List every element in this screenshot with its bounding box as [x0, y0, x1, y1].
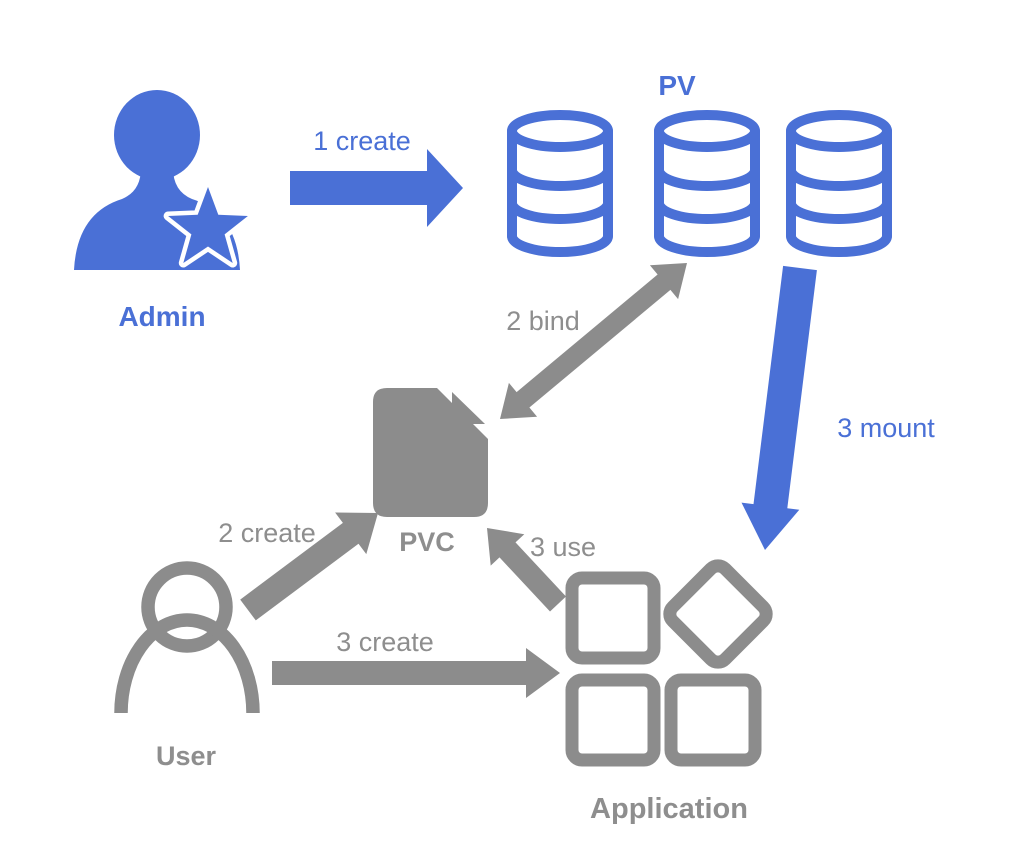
use-label: 3 use — [530, 532, 596, 562]
db1-band-2 — [507, 198, 613, 224]
db1-band-1 — [507, 165, 613, 191]
admin-icon — [74, 90, 253, 270]
db2-top — [654, 110, 760, 152]
db3-bottom — [786, 231, 892, 257]
pvc-label: PVC — [399, 527, 455, 557]
pv-database-icon-1 — [507, 110, 613, 257]
db2-band-1 — [654, 165, 760, 191]
admin-label: Admin — [118, 301, 205, 332]
create-app-label: 3 create — [336, 627, 434, 657]
admin-star-icon — [163, 182, 253, 268]
app-square-2 — [565, 673, 661, 767]
bind-arrow — [500, 263, 687, 419]
db3-sides — [786, 126, 892, 241]
db3-top — [786, 110, 892, 152]
db1-bottom — [507, 231, 613, 257]
bind-label: 2 bind — [506, 306, 580, 336]
user-body — [114, 613, 260, 714]
create-app-arrow — [272, 648, 560, 698]
db3-band-1 — [786, 165, 892, 191]
application-label: Application — [590, 793, 748, 825]
pvc-document-icon — [373, 388, 488, 517]
create-pvc-label: 2 create — [218, 518, 316, 548]
app-square-3 — [664, 673, 762, 767]
create-pv-arrow — [290, 149, 463, 227]
user-head — [141, 561, 233, 653]
db1-top — [507, 110, 613, 152]
application-icon — [565, 559, 773, 767]
pvc-doc-fold — [452, 392, 485, 424]
pv-label: PV — [658, 70, 696, 101]
db2-bottom — [654, 231, 760, 257]
user-label: User — [156, 741, 217, 771]
db3-band-2 — [786, 198, 892, 224]
use-arrow — [487, 528, 566, 612]
create-pvc-arrow — [240, 512, 378, 621]
pv-database-icon-3 — [786, 110, 892, 257]
user-icon — [114, 561, 260, 714]
app-diamond — [663, 559, 773, 669]
mount-arrow — [741, 265, 817, 550]
db2-sides — [654, 126, 760, 241]
app-square-1 — [565, 571, 661, 665]
pvc-doc-body — [373, 388, 488, 517]
db1-sides — [507, 126, 613, 241]
db2-band-2 — [654, 198, 760, 224]
mount-label: 3 mount — [837, 413, 935, 443]
create-pv-label: 1 create — [313, 126, 411, 156]
admin-head — [114, 90, 200, 180]
pv-database-icon-2 — [654, 110, 760, 257]
